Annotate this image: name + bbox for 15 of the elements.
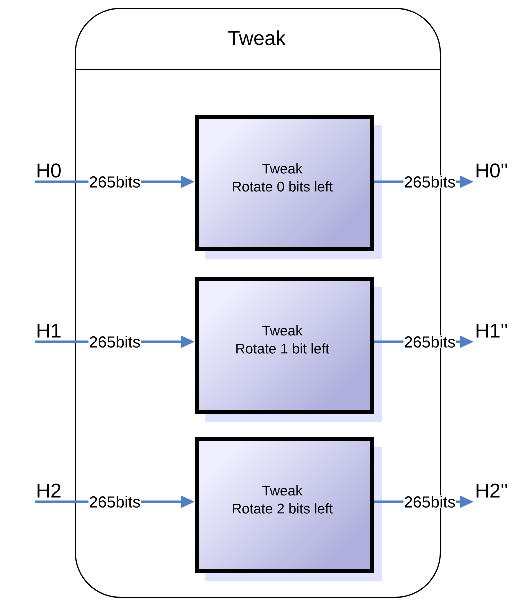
process-box: Tweak Rotate 2 bits left [195, 437, 374, 573]
edge-label: 265bits [405, 176, 456, 188]
signal-label: H0'' [476, 164, 508, 178]
signal-label: H1 [38, 324, 61, 338]
process-box: Tweak Rotate 0 bits left [195, 115, 374, 251]
edge-label: 265bits [405, 336, 456, 348]
signal-label: H2'' [476, 484, 508, 498]
edge-label: 265bits [405, 496, 456, 508]
process-box: Tweak Rotate 1 bit left [195, 277, 374, 414]
edge-label: 265bits [90, 176, 140, 188]
signal-label: H0 [38, 164, 61, 178]
edge-label: 265bits [90, 496, 140, 508]
signal-label: H1'' [476, 324, 508, 338]
edge-label: 265bits [90, 336, 140, 348]
signal-label: H2 [38, 484, 61, 498]
